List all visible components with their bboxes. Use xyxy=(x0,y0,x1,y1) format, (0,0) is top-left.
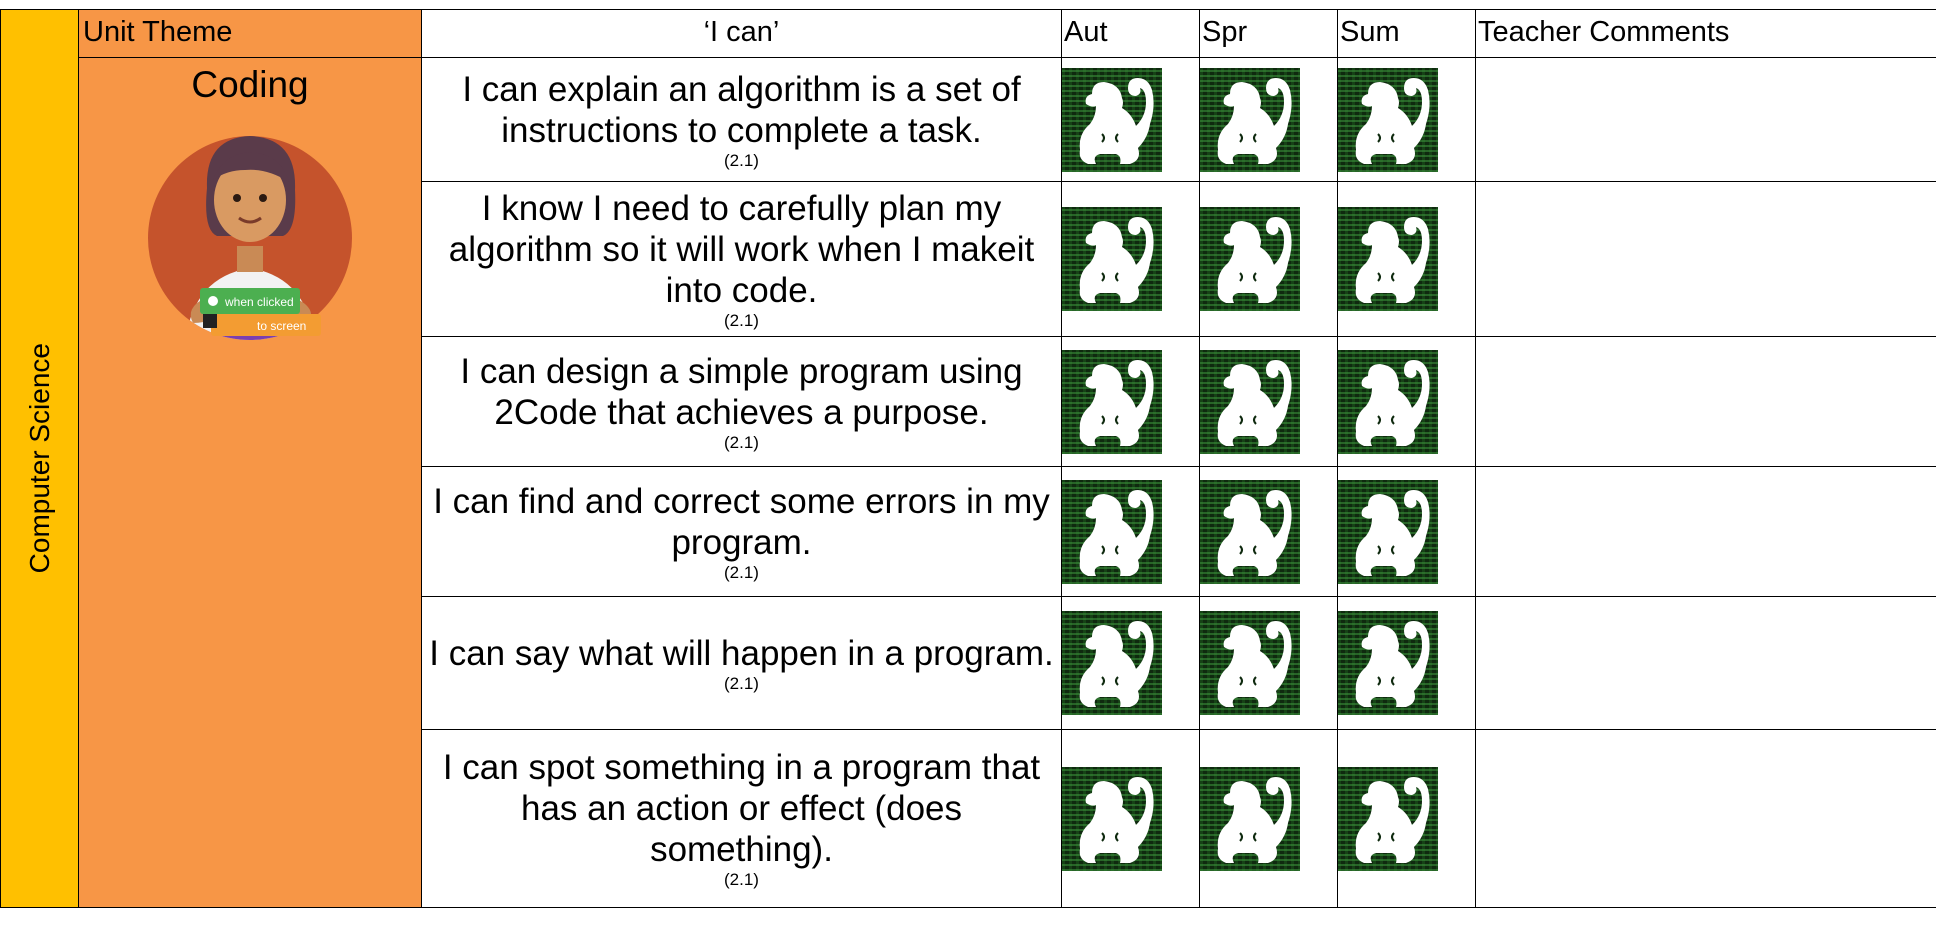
statement-ref: (2.1) xyxy=(724,562,759,582)
monkey-icon xyxy=(1062,611,1162,715)
autumn-header: Aut xyxy=(1061,9,1200,58)
monkey-icon xyxy=(1200,349,1300,454)
teacher-comment-cell[interactable] xyxy=(1475,596,1936,730)
autumn-cell xyxy=(1061,596,1200,730)
statement-text: I can explain an algorithm is a set of i… xyxy=(462,69,1021,150)
monkey-icon xyxy=(1062,67,1162,172)
summer-cell xyxy=(1337,466,1476,597)
statement-cell: I can design a simple program using 2Cod… xyxy=(421,336,1062,467)
teacher-comments-header: Teacher Comments xyxy=(1475,9,1936,58)
teacher-comment-cell[interactable] xyxy=(1475,181,1936,337)
summer-cell xyxy=(1337,596,1476,730)
monkey-icon xyxy=(1200,766,1300,871)
hand-pointer-icon xyxy=(208,296,218,306)
monkey-icon xyxy=(1338,67,1438,172)
monkey-icon xyxy=(1200,611,1300,715)
statement-text: I can say what will happen in a program. xyxy=(429,633,1054,673)
summer-cell xyxy=(1337,729,1476,908)
statement-text: I can design a simple program using 2Cod… xyxy=(460,351,1023,432)
monkey-icon xyxy=(1062,207,1162,311)
summer-cell xyxy=(1337,336,1476,467)
table-row: Coding xyxy=(1,57,1936,908)
statement-ref: (2.1) xyxy=(724,150,759,170)
assessment-table: Computer Science Unit Theme ‘I can’ Aut … xyxy=(0,9,1936,908)
autumn-cell xyxy=(1061,466,1200,597)
spring-cell xyxy=(1199,57,1338,182)
monkey-icon xyxy=(1338,349,1438,454)
monkey-icon xyxy=(1338,611,1438,715)
summer-header: Sum xyxy=(1337,9,1476,58)
autumn-cell xyxy=(1061,336,1200,467)
monkey-icon xyxy=(1338,479,1438,584)
table-row: I can spot something in a program that h… xyxy=(1,729,1936,908)
header-row: Computer Science Unit Theme ‘I can’ Aut … xyxy=(0,9,1936,908)
table-row: I can say what will happen in a program.… xyxy=(1,596,1936,730)
theme-title: Coding xyxy=(191,64,309,105)
spring-cell xyxy=(1199,181,1338,337)
spring-header: Spr xyxy=(1199,9,1338,58)
statement-cell: I can find and correct some errors in my… xyxy=(421,466,1062,597)
autumn-cell xyxy=(1061,57,1200,182)
table-row: I know I need to carefully plan my algor… xyxy=(1,181,1936,337)
statement-cell: I can spot something in a program that h… xyxy=(421,729,1062,908)
spring-cell xyxy=(1199,336,1338,467)
monkey-icon xyxy=(1200,479,1300,584)
statement-ref: (2.1) xyxy=(724,870,759,889)
strand-label: Computer Science xyxy=(23,343,55,574)
monkey-icon xyxy=(1338,207,1438,311)
statement-cell: I know I need to carefully plan my algor… xyxy=(421,181,1062,337)
coder-avatar-illustration: when clicked to screen xyxy=(148,136,352,340)
code-block-to-screen xyxy=(211,314,321,336)
teacher-comment-cell[interactable] xyxy=(1475,57,1936,182)
table-row: I can design a simple program using 2Cod… xyxy=(1,336,1936,467)
statement-text: I know I need to carefully plan my algor… xyxy=(448,188,1035,310)
monkey-icon xyxy=(1200,207,1300,311)
code-block-top-label: when clicked xyxy=(224,295,294,309)
statement-ref: (2.1) xyxy=(724,432,759,452)
statement-ref: (2.1) xyxy=(724,673,759,693)
theme-cell: Coding xyxy=(78,57,422,908)
summer-cell xyxy=(1337,57,1476,182)
teacher-comment-cell[interactable] xyxy=(1475,729,1936,908)
statement-text: I can spot something in a program that h… xyxy=(442,748,1041,869)
code-block-when-clicked xyxy=(200,288,300,314)
spring-cell xyxy=(1199,729,1338,908)
code-block-bottom-label: to screen xyxy=(257,319,306,333)
teacher-comment-cell[interactable] xyxy=(1475,466,1936,597)
autumn-cell xyxy=(1061,181,1200,337)
autumn-cell xyxy=(1061,729,1200,908)
statement-cell: I can explain an algorithm is a set of i… xyxy=(421,57,1062,182)
monkey-icon xyxy=(1338,766,1438,871)
monkey-icon xyxy=(1062,349,1162,454)
summer-cell xyxy=(1337,181,1476,337)
strand-cell: Computer Science xyxy=(0,9,79,908)
teacher-comment-cell[interactable] xyxy=(1475,336,1936,467)
i-can-header: ‘I can’ xyxy=(421,9,1062,58)
statement-ref: (2.1) xyxy=(724,310,759,330)
statement-cell: I can say what will happen in a program.… xyxy=(421,596,1062,730)
unit-theme-header: Unit Theme xyxy=(78,9,422,58)
spring-cell xyxy=(1199,596,1338,730)
spring-cell xyxy=(1199,466,1338,597)
monkey-icon xyxy=(1062,479,1162,584)
monkey-icon xyxy=(1062,766,1162,871)
monkey-icon xyxy=(1200,67,1300,172)
statement-text: I can find and correct some errors in my… xyxy=(433,481,1050,562)
